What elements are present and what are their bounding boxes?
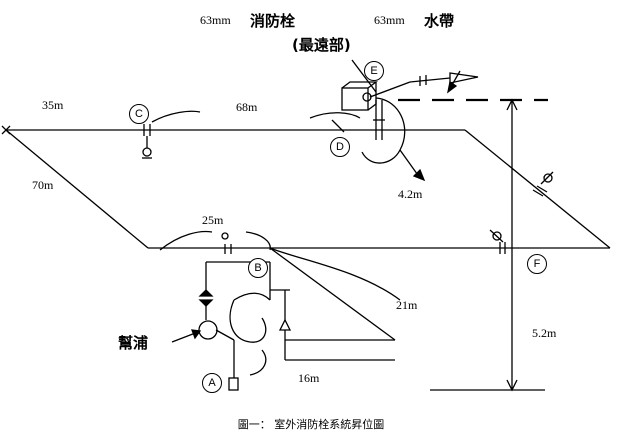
distance-16m: 16m: [298, 371, 320, 385]
distance-5-2m: 5.2m: [532, 326, 557, 340]
distance-68m: 68m: [236, 100, 258, 114]
hydrant-label: 消防栓: [250, 12, 296, 30]
lower-network: [159, 230, 401, 341]
distance-4-2m: 4.2m: [398, 187, 423, 201]
hose-label: 水帶: [424, 12, 455, 30]
hose-arcs: [151, 110, 361, 133]
point-f-marker: F: [527, 254, 547, 274]
hydrant-assembly: [341, 59, 479, 182]
point-b-marker: B: [248, 258, 268, 278]
pump-assembly: [171, 261, 395, 391]
point-c-marker: C: [129, 104, 149, 124]
elevation-dimension: [398, 98, 548, 392]
pump-label: 幫浦: [118, 334, 149, 352]
upper-plane: [1, 125, 611, 249]
plane-fittings: [142, 124, 554, 254]
figure-caption: 圖一： 室外消防栓系統昇位圖: [237, 418, 385, 431]
distance-21m: 21m: [396, 298, 418, 312]
point-a-marker: A: [202, 373, 222, 393]
hydrant-size-label: 63mm: [200, 13, 231, 27]
point-d-marker: D: [330, 137, 350, 157]
hose-size-label: 63mm: [374, 13, 405, 27]
distance-35m: 35m: [42, 98, 64, 112]
distance-70m: 70m: [32, 178, 54, 192]
point-e-marker: E: [364, 61, 384, 81]
distance-25m: 25m: [202, 213, 224, 227]
farthest-label: (最遠部): [292, 36, 351, 54]
